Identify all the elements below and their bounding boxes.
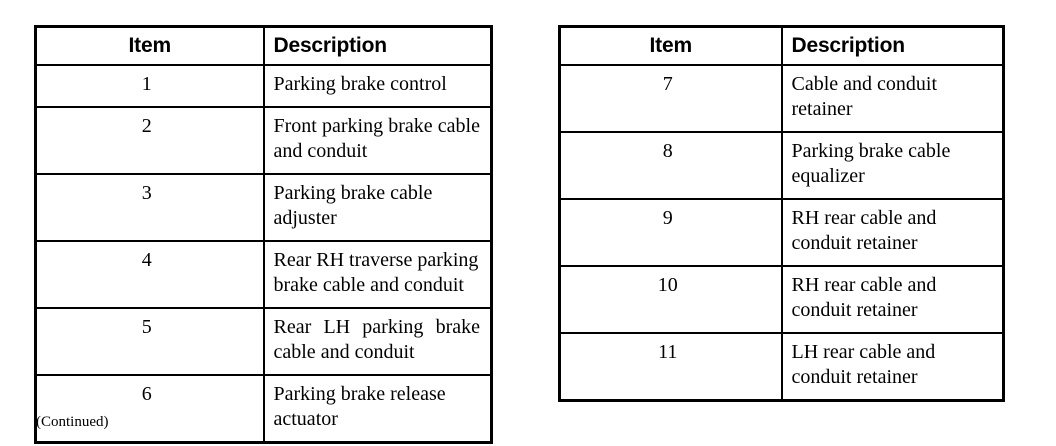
table-body-left: 1 Parking brake control 2 Front parking … — [35, 65, 492, 443]
cell-description: Parking brake cable equalizer — [781, 131, 1004, 200]
cell-description: Front parking brake cable and conduit — [263, 106, 492, 175]
column-header-item: Item — [559, 26, 783, 66]
cell-description: LH rear cable and conduit retainer — [781, 332, 1004, 401]
parts-legend-table-right: Item Description 7 Cable and conduit ret… — [558, 25, 1005, 402]
table-row: 8 Parking brake cable equalizer — [559, 131, 1004, 200]
description-text: RH rear cable and conduit retainer — [791, 274, 937, 321]
header-row: Item Description — [35, 26, 492, 66]
description-text: Front parking brake cable and conduit — [273, 115, 481, 162]
table-row: 5 Rear LH parking brake cable and condui… — [35, 307, 492, 376]
table-row: 4 Rear RH traverse parking brake cable a… — [35, 240, 492, 309]
description-text: LH rear cable and conduit retainer — [791, 341, 936, 388]
table-row: 2 Front parking brake cable and conduit — [35, 106, 492, 175]
table-row: 1 Parking brake control — [35, 65, 492, 108]
cell-item-number: 9 — [559, 198, 783, 267]
cell-item-number: 11 — [559, 332, 783, 401]
cell-description: Rear LH parking brake cable and conduit — [263, 307, 492, 376]
cell-item-number: 1 — [35, 65, 265, 108]
header-row: Item Description — [559, 26, 1004, 66]
table-row: 6 Parking brake release actuator — [35, 374, 492, 443]
table-body-right: 7 Cable and conduit retainer 8 Parking b… — [559, 65, 1004, 401]
description-text: Rear LH parking brake cable and conduit — [273, 316, 481, 363]
description-text: Parking brake cable equalizer — [791, 140, 951, 187]
cell-item-number: 8 — [559, 131, 783, 200]
cell-description: Cable and conduit retainer — [781, 65, 1004, 133]
cell-item-number: 10 — [559, 265, 783, 334]
cell-item-number: 2 — [35, 106, 265, 175]
cell-item-number: 4 — [35, 240, 265, 309]
cell-description: RH rear cable and conduit retainer — [781, 198, 1004, 267]
cell-description: Parking brake control — [263, 65, 492, 108]
column-header-description: Description — [263, 26, 492, 66]
cell-item-number: 3 — [35, 173, 265, 242]
cell-item-number: 7 — [559, 65, 783, 133]
description-text: Cable and conduit retainer — [791, 73, 938, 120]
table-header-left: Item Description — [35, 26, 492, 66]
cell-description: Parking brake cable adjuster — [263, 173, 492, 242]
cell-item-number: 6 — [35, 374, 265, 443]
description-text: Rear RH traverse parking brake cable and… — [273, 249, 479, 296]
cell-description: Parking brake release actuator — [263, 374, 492, 443]
table-header-right: Item Description — [559, 26, 1004, 66]
table-row: 10 RH rear cable and conduit retainer — [559, 265, 1004, 334]
description-text: RH rear cable and conduit retainer — [791, 207, 937, 254]
column-header-item: Item — [35, 26, 265, 66]
description-text: Parking brake control — [273, 73, 447, 95]
cell-description: Rear RH traverse parking brake cable and… — [263, 240, 492, 309]
parts-legend-table-left: Item Description 1 Parking brake control… — [34, 25, 493, 444]
table-row: 3 Parking brake cable adjuster — [35, 173, 492, 242]
column-header-description: Description — [781, 26, 1004, 66]
description-text: Parking brake release actuator — [273, 383, 446, 430]
table-row: 9 RH rear cable and conduit retainer — [559, 198, 1004, 267]
cell-description: RH rear cable and conduit retainer — [781, 265, 1004, 334]
table-row: 11 LH rear cable and conduit retainer — [559, 332, 1004, 401]
continued-note: (Continued) — [36, 414, 109, 430]
cell-item-number: 5 — [35, 307, 265, 376]
description-text: Parking brake cable adjuster — [273, 182, 433, 229]
table-row: 7 Cable and conduit retainer — [559, 65, 1004, 133]
